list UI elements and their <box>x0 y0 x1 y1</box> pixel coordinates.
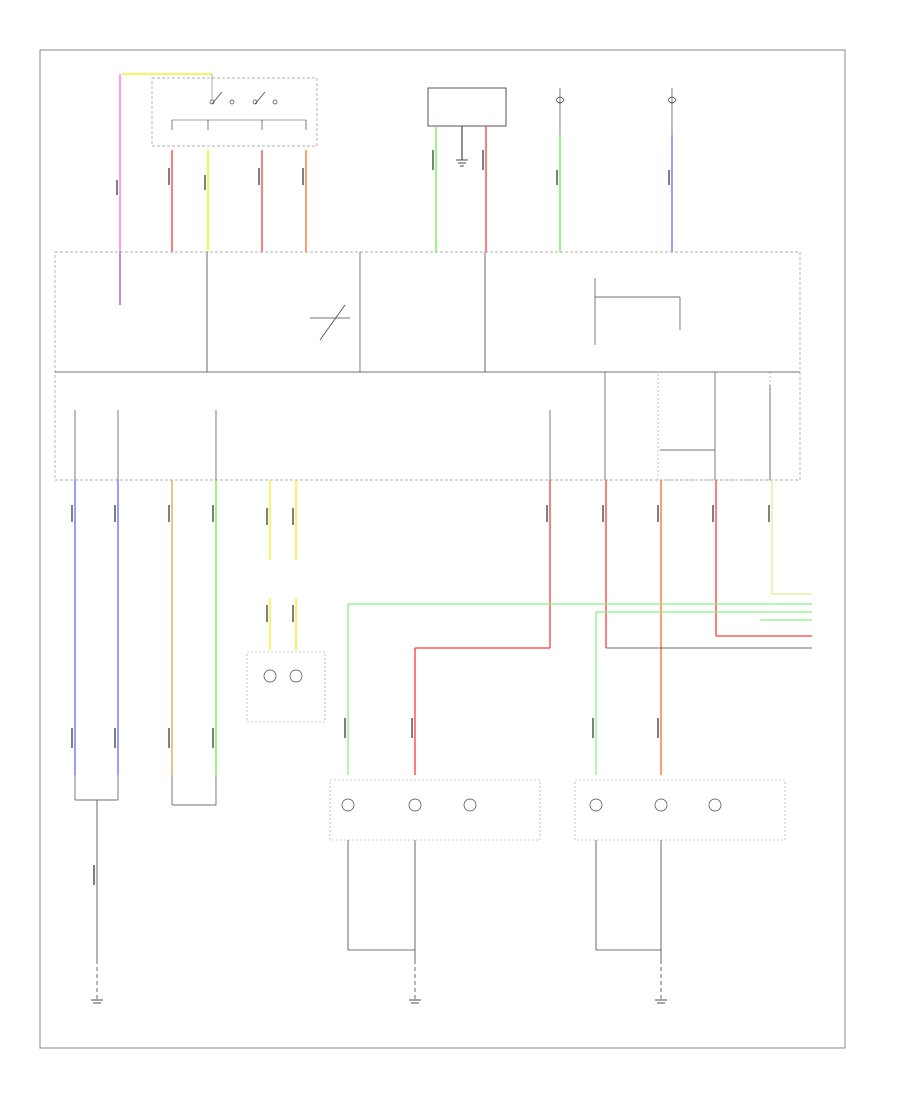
top-wires <box>116 74 673 305</box>
fuse-right-top <box>667 88 677 135</box>
ground-symbol-top <box>456 126 468 167</box>
main-module-block <box>54 251 801 481</box>
lighting-switch <box>122 73 318 147</box>
door-switch-right <box>171 775 217 806</box>
body-control-module-top <box>427 87 507 127</box>
ground-center <box>409 960 421 1004</box>
ground-left <box>91 960 103 1004</box>
fuse-left-top <box>555 88 565 135</box>
diagram-frame <box>39 49 846 1049</box>
right-headlamp <box>574 779 786 960</box>
ground-right <box>655 960 667 1004</box>
lower-wires <box>71 480 812 775</box>
left-headlamp <box>329 779 541 960</box>
door-switch-left <box>74 775 119 960</box>
mirror-lamp-box <box>246 651 326 723</box>
